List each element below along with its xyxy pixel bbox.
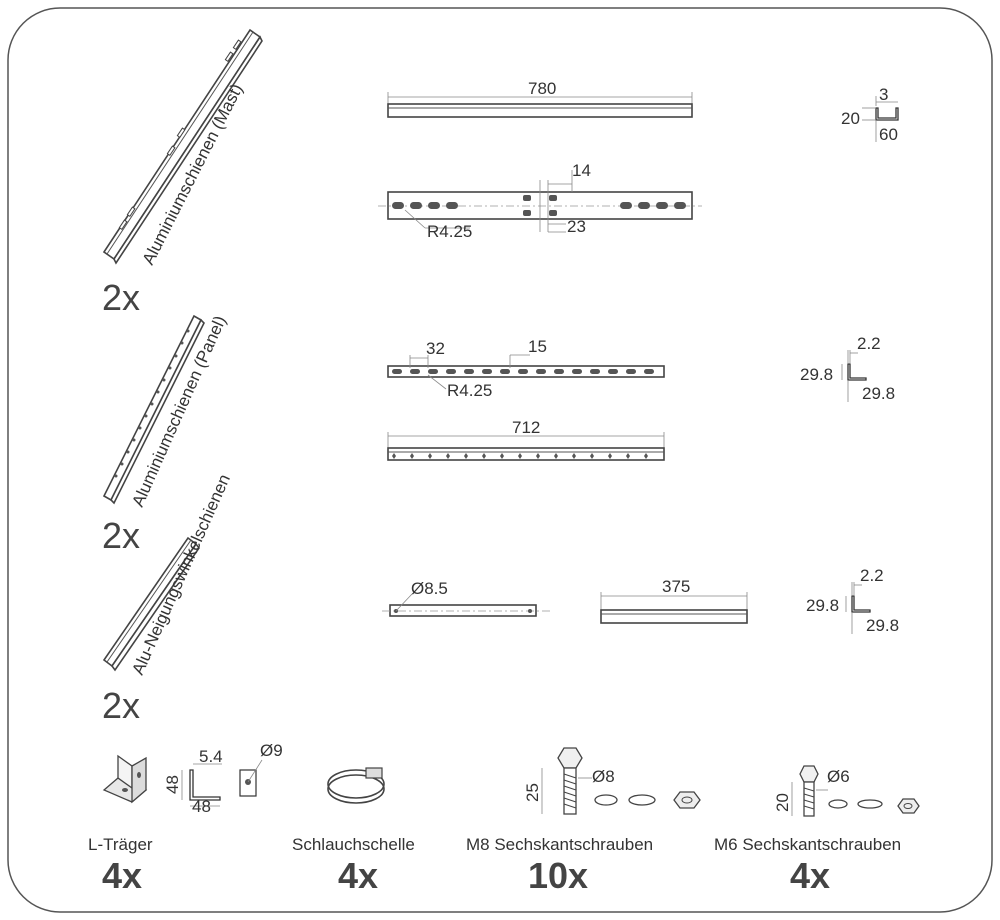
panel-profile-thickness: 2.2 (857, 334, 881, 353)
mast-profile-height: 20 (841, 109, 860, 128)
m6-bolt-label: M6 Sechskantschrauben (714, 835, 901, 854)
m8-bolt-dia: Ø8 (592, 767, 615, 786)
tilt-rail-qty: 2x (102, 685, 140, 726)
hose-clamp-qty: 4x (338, 855, 378, 896)
l-bracket-label: L-Träger (88, 835, 153, 854)
mast-profile-thickness: 3 (879, 85, 888, 104)
mast-rail-hole-radius: R4.25 (427, 222, 472, 241)
tilt-profile-thickness: 2.2 (860, 566, 884, 585)
tilt-rail-top-view (382, 593, 550, 617)
panel-rail-qty: 2x (102, 515, 140, 556)
tilt-profile-width: 29.8 (866, 616, 899, 635)
hose-clamp-label: Schlauchschelle (292, 835, 415, 854)
panel-profile-height: 29.8 (800, 365, 833, 384)
panel-rail-top-view (387, 354, 665, 390)
tilt-rail-side-view (600, 592, 748, 624)
tilt-rail-illustration (102, 536, 200, 672)
panel-rail-pitch-dim: 32 (426, 339, 445, 358)
m6-bolt-length: 20 (773, 793, 792, 812)
m6-bolt-illustration (791, 765, 920, 817)
tilt-profile-height: 29.8 (806, 596, 839, 615)
l-bracket-qty: 4x (102, 855, 142, 896)
m8-bolt-illustration (541, 747, 701, 815)
panel-profile-width: 29.8 (862, 384, 895, 403)
m8-bolt-label: M8 Sechskantschrauben (466, 835, 653, 854)
l-bracket-width: 48 (192, 797, 211, 816)
l-bracket-illustration (102, 754, 148, 804)
mast-rail-illustration (102, 28, 263, 265)
mast-rail-top-view (378, 170, 702, 233)
tilt-profile-section (845, 582, 871, 634)
mast-rail-qty: 2x (102, 277, 140, 318)
l-bracket-height: 48 (163, 775, 182, 794)
m8-bolt-length: 25 (523, 783, 542, 802)
mast-profile-width: 60 (879, 125, 898, 144)
panel-rail-length-dim: 712 (512, 418, 540, 437)
mast-rail-slot-dim: 14 (572, 161, 591, 180)
panel-rail-side-view (387, 432, 665, 461)
m8-bolt-qty: 10x (528, 855, 588, 896)
panel-rail-illustration (102, 314, 205, 505)
tilt-rail-length-dim: 375 (662, 577, 690, 596)
mast-rail-length-dim: 780 (528, 79, 556, 98)
m6-bolt-dia: Ø6 (827, 767, 850, 786)
mast-profile-section (862, 96, 899, 142)
l-bracket-section (181, 759, 263, 807)
panel-rail-slot-dim: 15 (528, 337, 547, 356)
l-bracket-hole: Ø9 (260, 741, 283, 760)
mast-rail-spacing-dim: 23 (567, 217, 586, 236)
m6-bolt-qty: 4x (790, 855, 830, 896)
l-bracket-thickness: 5.4 (199, 747, 223, 766)
hose-clamp-illustration (327, 767, 385, 804)
mast-rail-side-view (387, 92, 693, 118)
panel-rail-hole-radius: R4.25 (447, 381, 492, 400)
panel-profile-section (841, 350, 867, 402)
tilt-rail-hole-dia: Ø8.5 (411, 579, 448, 598)
